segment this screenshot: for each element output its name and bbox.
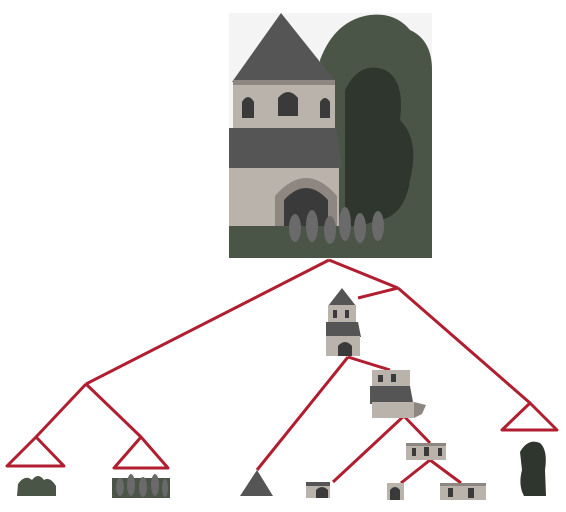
leaf-triangle-left-b xyxy=(112,435,170,470)
edge-drum-band xyxy=(429,458,462,485)
upper-drum-window-c xyxy=(438,448,442,456)
tower-drum xyxy=(328,305,356,323)
window-right xyxy=(320,98,330,118)
drum-band-segment xyxy=(440,483,486,500)
mid-edge xyxy=(414,402,426,418)
mid-window-b xyxy=(391,374,396,382)
door-opening xyxy=(316,487,328,498)
edge-tower-mid xyxy=(347,355,391,372)
mid-wall xyxy=(372,402,414,418)
tower-roof xyxy=(328,288,356,306)
cone-roof xyxy=(232,13,336,82)
upper-drum-segment xyxy=(406,443,446,460)
edge-left-a xyxy=(34,382,88,439)
tree-shadow xyxy=(345,67,414,230)
drum-band-window-a xyxy=(448,488,453,497)
edge-root-mid xyxy=(328,258,399,290)
small-window xyxy=(390,487,400,500)
small-window-segment xyxy=(387,483,404,500)
edge-tower-cone xyxy=(255,356,350,471)
edge-drum-window xyxy=(400,458,431,485)
mid-window-a xyxy=(378,375,383,382)
window-center xyxy=(278,92,298,116)
tower-window-a xyxy=(333,310,337,318)
crowd-segment xyxy=(112,474,170,498)
foliage-segment xyxy=(520,441,546,496)
leaf-triangle-left-a xyxy=(5,435,66,468)
tower-door xyxy=(338,342,352,356)
edge-mid-door xyxy=(331,413,407,484)
tower-lower-roof xyxy=(326,322,361,338)
edge-root-left xyxy=(85,258,330,386)
roof-cone-segment xyxy=(240,470,273,496)
tower-segment xyxy=(326,288,361,356)
drum-cornice xyxy=(233,80,335,85)
lower-roof xyxy=(229,128,342,172)
upper-drum-window-b xyxy=(424,447,429,456)
drum-band-window-b xyxy=(468,488,474,498)
tree-edges xyxy=(5,258,559,485)
tower-window-b xyxy=(345,310,349,318)
crowd-figures xyxy=(116,474,168,497)
edge-mid-right xyxy=(397,286,531,405)
leaf-triangle-right xyxy=(500,401,559,432)
edge-mid-tower xyxy=(357,286,399,300)
door-lintel xyxy=(306,482,330,486)
upper-drum-top xyxy=(406,443,446,446)
tower-mid-segment xyxy=(370,370,426,418)
crowd xyxy=(289,207,384,244)
ground-plants-segment xyxy=(17,476,56,496)
window-left xyxy=(242,97,254,118)
upper-drum-window-a xyxy=(412,448,416,456)
edge-left-b xyxy=(84,382,143,439)
drum-band-top xyxy=(440,483,486,486)
mid-roof xyxy=(370,386,413,404)
root-photo xyxy=(229,13,432,258)
doorway-segment xyxy=(306,482,330,498)
